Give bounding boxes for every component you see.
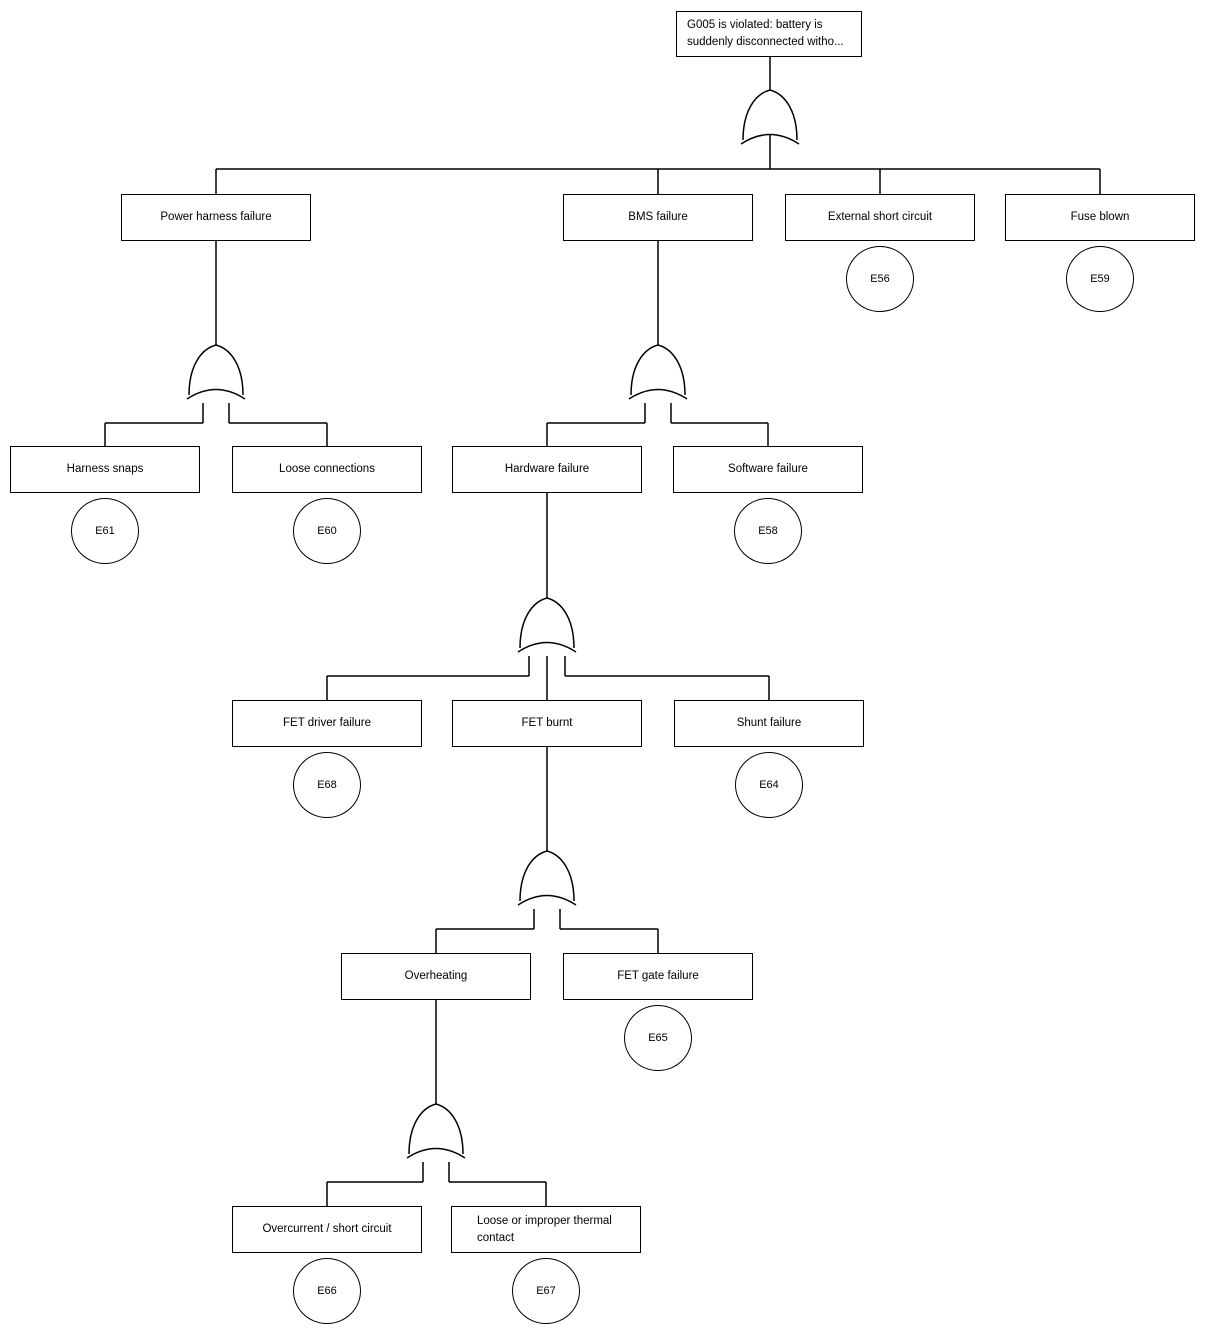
node-label: Overheating xyxy=(404,970,468,982)
node-label: Fuse blown xyxy=(1070,211,1130,223)
node-harness-snaps: Harness snaps xyxy=(10,446,200,493)
node-loose-connections: Loose connections xyxy=(232,446,422,493)
or-gate-bottom-arc xyxy=(186,388,246,400)
or-gate-bottom-arc xyxy=(406,1147,466,1159)
node-overheating: Overheating xyxy=(341,953,531,1000)
or-gate-icon xyxy=(406,1103,466,1159)
node-label: Loose or improper thermal contact xyxy=(477,1214,612,1244)
node-loose-improper-thermal-contact: Loose or improper thermal contact xyxy=(451,1206,641,1253)
node-label: BMS failure xyxy=(628,211,688,223)
basic-event-e59: E59 xyxy=(1066,246,1134,312)
or-gate-arch xyxy=(519,597,575,649)
or-gate-bottom-arc xyxy=(740,133,800,145)
basic-event-e56: E56 xyxy=(846,246,914,312)
or-gate-icon xyxy=(517,597,577,653)
basic-event-e64: E64 xyxy=(735,752,803,818)
basic-event-e66: E66 xyxy=(293,1258,361,1324)
basic-event-id: E68 xyxy=(317,779,337,791)
node-label: External short circuit xyxy=(827,211,933,223)
node-overcurrent-short-circuit: Overcurrent / short circuit xyxy=(232,1206,422,1253)
basic-event-id: E58 xyxy=(758,525,778,537)
node-label: FET driver failure xyxy=(283,717,371,729)
node-label: Overcurrent / short circuit xyxy=(262,1223,392,1235)
basic-event-e67: E67 xyxy=(512,1258,580,1324)
or-gate-icon xyxy=(517,850,577,906)
node-top-event: G005 is violated: battery is suddenly di… xyxy=(676,11,862,57)
node-software-failure: Software failure xyxy=(673,446,863,493)
basic-event-id: E60 xyxy=(317,525,337,537)
node-bms-failure: BMS failure xyxy=(563,194,753,241)
node-fet-burnt: FET burnt xyxy=(452,700,642,747)
basic-event-id: E65 xyxy=(648,1032,668,1044)
basic-event-id: E56 xyxy=(870,273,890,285)
basic-event-e58: E58 xyxy=(734,498,802,564)
node-fuse-blown: Fuse blown xyxy=(1005,194,1195,241)
or-gate-icon xyxy=(186,344,246,400)
or-gate-arch xyxy=(408,1103,464,1155)
node-label: FET burnt xyxy=(521,717,573,729)
node-power-harness-failure: Power harness failure xyxy=(121,194,311,241)
or-gate-arch xyxy=(630,344,686,396)
basic-event-e65: E65 xyxy=(624,1005,692,1071)
node-fet-gate-failure: FET gate failure xyxy=(563,953,753,1000)
basic-event-id: E64 xyxy=(759,779,779,791)
connector-lines xyxy=(104,57,1101,1206)
node-label: Shunt failure xyxy=(736,717,802,729)
node-external-short-circuit: External short circuit xyxy=(785,194,975,241)
node-label: Loose connections xyxy=(279,463,375,475)
or-gate-bottom-arc xyxy=(517,894,577,906)
or-gate-arch xyxy=(188,344,244,396)
node-shunt-failure: Shunt failure xyxy=(674,700,864,747)
or-gate-icon xyxy=(740,89,800,145)
basic-event-id: E59 xyxy=(1090,273,1110,285)
node-fet-driver-failure: FET driver failure xyxy=(232,700,422,747)
node-label: FET gate failure xyxy=(617,970,699,982)
node-label: Harness snaps xyxy=(66,463,144,475)
basic-event-e68: E68 xyxy=(293,752,361,818)
node-label: G005 is violated: battery is suddenly di… xyxy=(687,19,844,48)
or-gate-bottom-arc xyxy=(628,388,688,400)
basic-event-id: E66 xyxy=(317,1285,337,1297)
basic-event-e60: E60 xyxy=(293,498,361,564)
basic-event-id: E61 xyxy=(95,525,115,537)
or-gate-icon xyxy=(628,344,688,400)
or-gate-bottom-arc xyxy=(517,641,577,653)
node-label: Software failure xyxy=(728,463,808,475)
or-gate-arch xyxy=(742,89,798,141)
or-gate-arch xyxy=(519,850,575,902)
basic-event-e61: E61 xyxy=(71,498,139,564)
node-label: Power harness failure xyxy=(160,211,272,223)
node-hardware-failure: Hardware failure xyxy=(452,446,642,493)
basic-event-id: E67 xyxy=(536,1285,556,1297)
node-label: Hardware failure xyxy=(504,463,590,475)
